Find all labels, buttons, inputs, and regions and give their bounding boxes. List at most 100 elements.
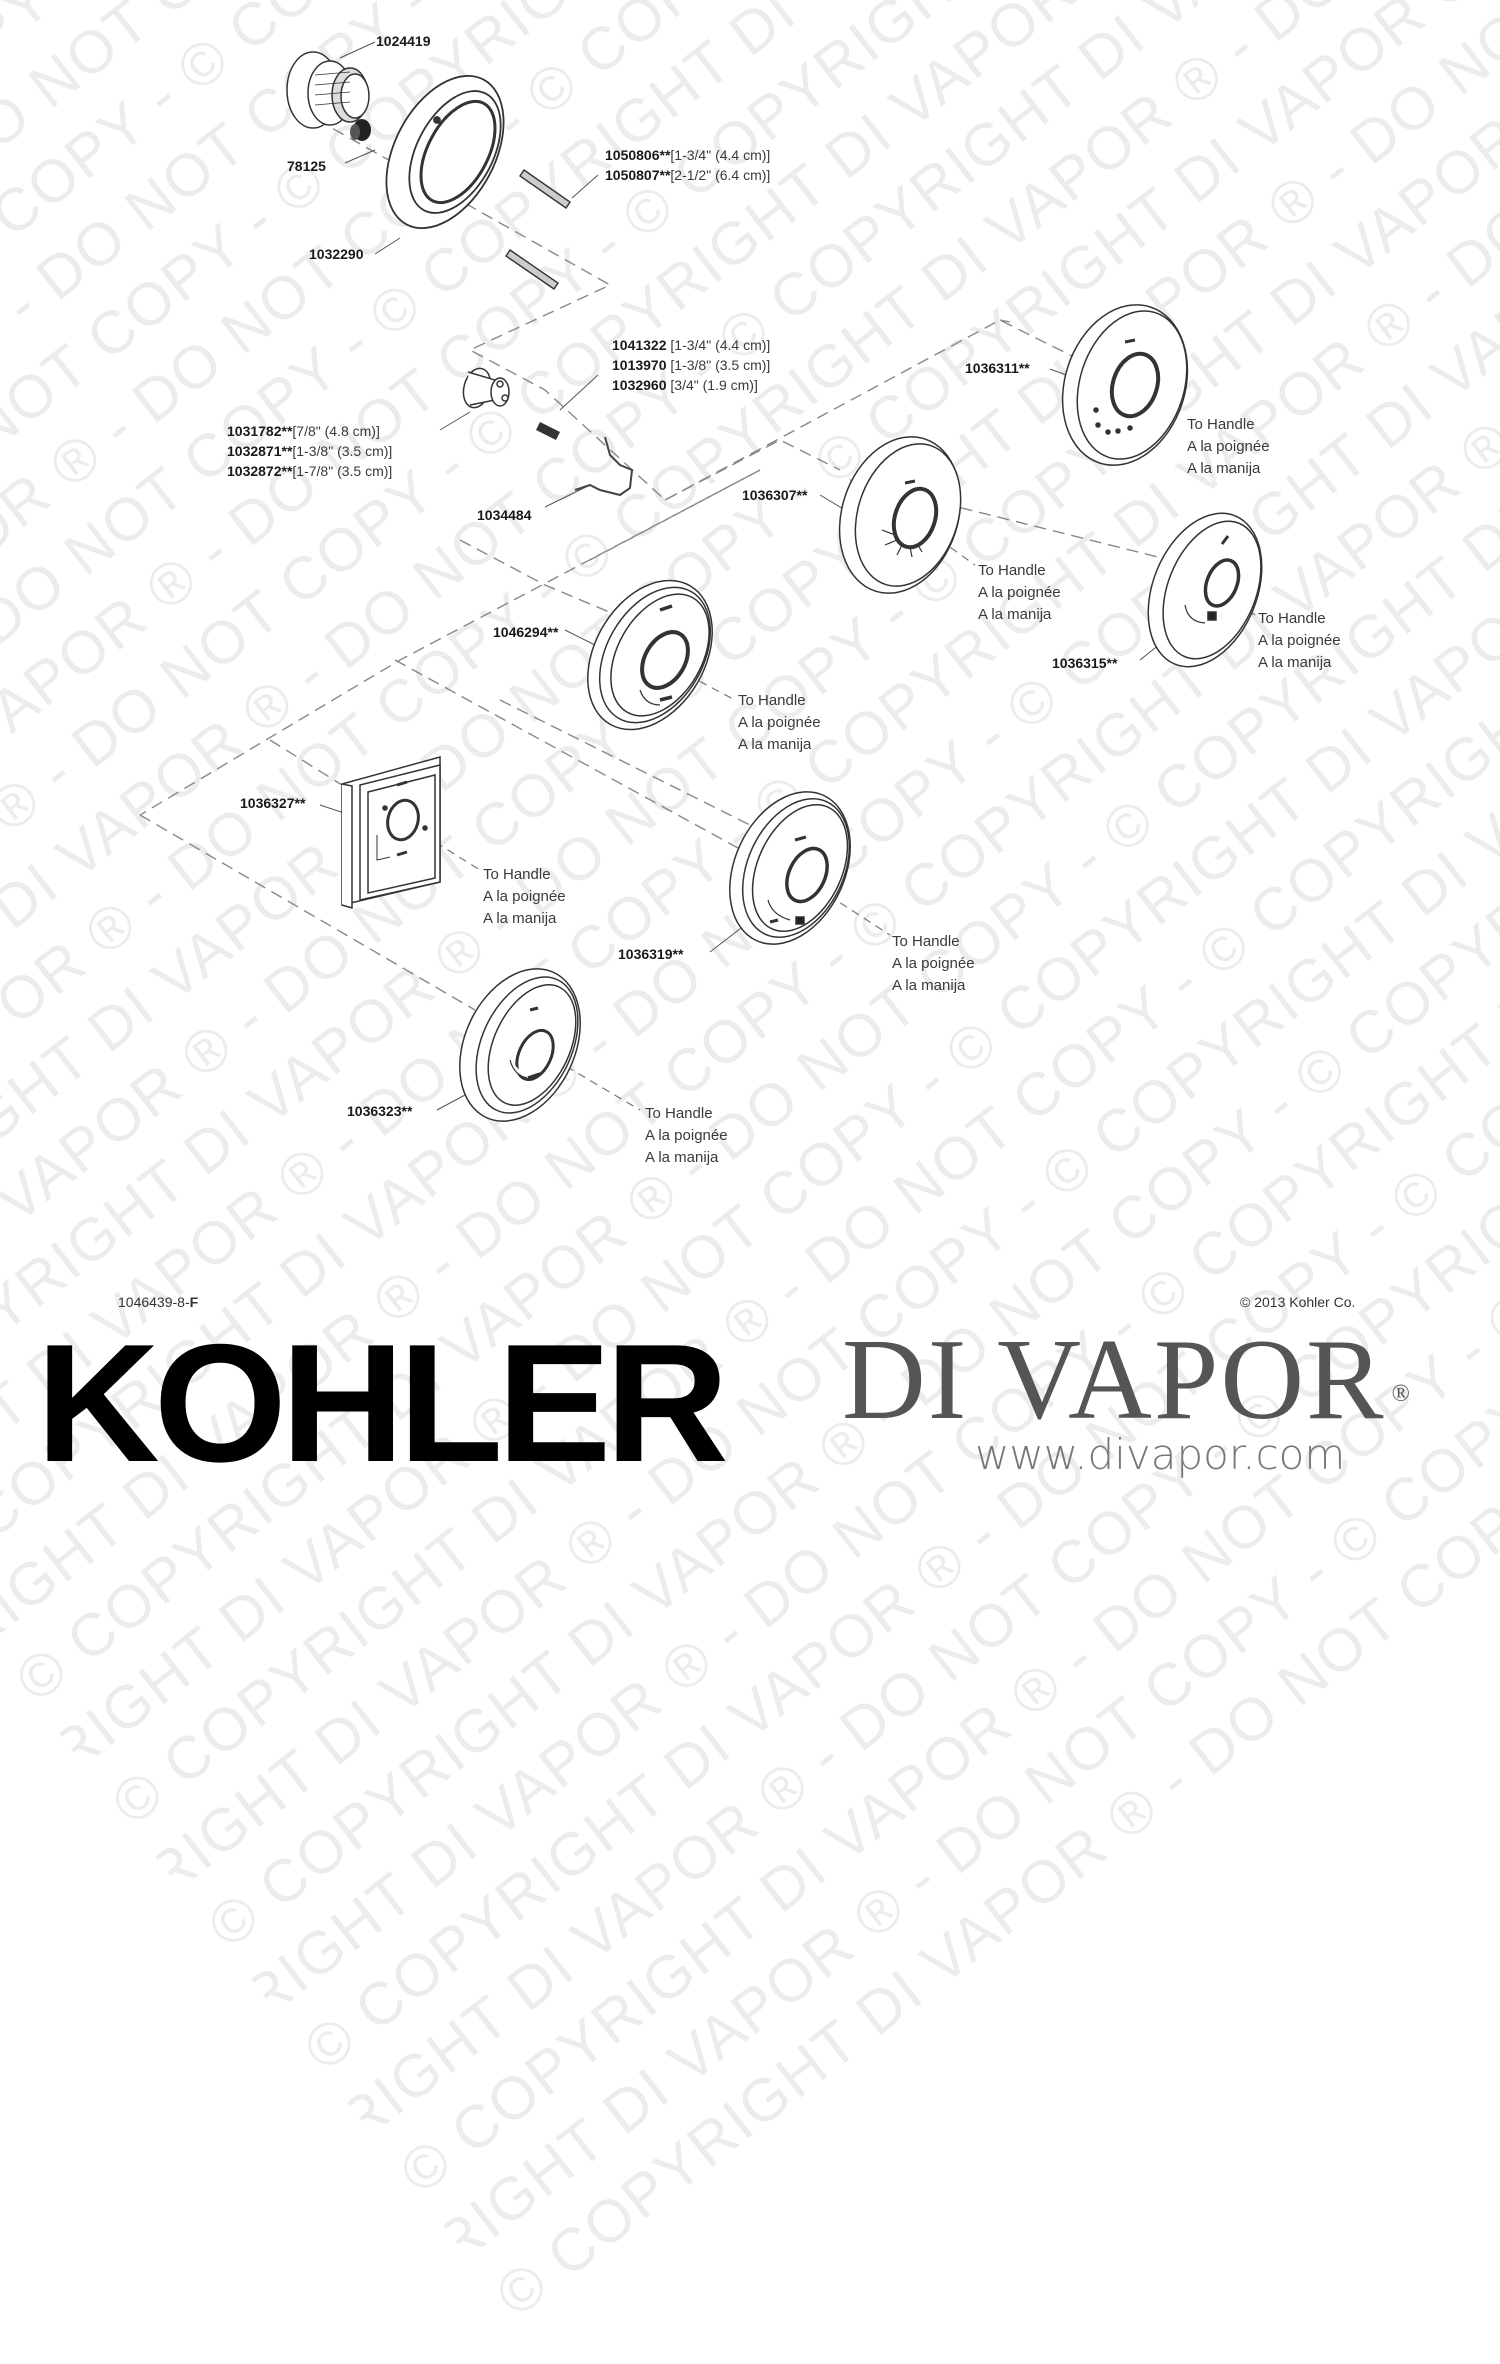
part-label-1024419: 1024419 (376, 33, 431, 50)
part-number: 1036327** (240, 795, 306, 811)
to-handle-note-1036311: To Handle A la poignée A la manija (1187, 414, 1270, 480)
part-label-1036319: 1036319** (618, 946, 683, 963)
part-number: 1013970 (612, 357, 667, 373)
escutcheon-1046294-drawing (587, 579, 713, 731)
to-handle-note-1036327: To Handle A la poignée A la manija (483, 864, 566, 930)
part-number: 1024419 (376, 33, 431, 49)
part-number: 1050806** (605, 147, 671, 163)
plate-1032290-drawing (385, 74, 505, 230)
part-label-1046294: 1046294** (493, 624, 558, 641)
note-en: To Handle (978, 562, 1046, 579)
to-handle-note-1036323: To Handle A la poignée A la manija (645, 1103, 728, 1169)
part-label-1050807: 1050807**[2-1/2" (6.4 cm)] (605, 167, 770, 184)
part-dimension: [3/4" (1.9 cm)] (666, 377, 758, 393)
note-es: A la manija (1258, 654, 1332, 671)
note-fr: A la poignée (1187, 438, 1270, 455)
note-es: A la manija (483, 910, 557, 927)
document-revision: F (189, 1294, 199, 1310)
part-dimension: [1-3/8" (3.5 cm)] (666, 357, 771, 373)
part-number: 1032290 (309, 246, 364, 262)
note-fr: A la poignée (738, 714, 821, 731)
clip-1034484-drawing (574, 436, 634, 497)
escutcheon-1036311-drawing (1061, 304, 1189, 466)
part-number: 1036311** (965, 360, 1030, 376)
exploded-diagram-drawing (139, 41, 1263, 1122)
part-number: 1050807** (605, 167, 671, 183)
to-handle-note-1036319: To Handle A la poignée A la manija (892, 931, 975, 997)
part-label-1041322: 1041322 [1-3/4" (4.4 cm)] (612, 337, 770, 354)
screws-1050806-drawing (505, 169, 571, 290)
part-number: 1036307** (742, 487, 808, 503)
part-number: 1032872** (227, 463, 293, 479)
part-label-1031782: 1031782**[7/8" (4.8 cm)] (227, 423, 380, 440)
note-en: To Handle (645, 1105, 713, 1122)
part-number: 1046294** (493, 624, 559, 640)
part-dimension: [7/8" (4.8 cm)] (292, 423, 380, 439)
to-handle-note-1046294: To Handle A la poignée A la manija (738, 690, 821, 756)
part-dimension: [2-1/2" (6.4 cm)] (670, 167, 771, 183)
divapor-wordmark: DI VAPOR (842, 1316, 1386, 1444)
part-dimension: [1-3/4" (4.4 cm)] (670, 147, 771, 163)
part-label-1032960: 1032960 [3/4" (1.9 cm)] (612, 377, 758, 394)
part-number: 78125 (287, 158, 326, 174)
part-dimension: [1-3/4" (4.4 cm)] (666, 337, 771, 353)
to-handle-note-1036315: To Handle A la poignée A la manija (1258, 608, 1341, 674)
sleeve-78125-drawing (350, 119, 371, 141)
registered-mark-icon: ® (1391, 1381, 1412, 1407)
valve-1031782-drawing (462, 367, 510, 409)
part-label-1036315: 1036315** (1052, 655, 1117, 672)
kohler-copyright: © 2013 Kohler Co. (1240, 1294, 1356, 1310)
part-number: 1031782** (227, 423, 293, 439)
note-en: To Handle (483, 866, 551, 883)
part-label-1036323: 1036323** (347, 1103, 412, 1120)
escutcheon-1036307-drawing (838, 436, 962, 594)
note-es: A la manija (645, 1149, 719, 1166)
part-number: 1032960 (612, 377, 667, 393)
part-label-1034484: 1034484 (477, 507, 532, 524)
document-number: 1046439-8-F (118, 1294, 198, 1310)
part-number: 1036315** (1052, 655, 1118, 671)
part-number: 1036319** (618, 946, 684, 962)
part-label-1036307: 1036307** (742, 487, 807, 504)
part-number: 1034484 (477, 507, 532, 523)
escutcheon-1036327-drawing (341, 756, 441, 910)
part-label-78125: 78125 (287, 158, 326, 175)
part-label-1032872: 1032872**[1-7/8" (3.5 cm)] (227, 463, 392, 480)
part-label-1036311: 1036311** (965, 360, 1030, 377)
divapor-logo: DI VAPOR® (842, 1322, 1412, 1438)
to-handle-note-1036307: To Handle A la poignée A la manija (978, 560, 1061, 626)
part-label-1032290: 1032290 (309, 246, 364, 263)
part-dimension: [1-7/8" (3.5 cm)] (292, 463, 393, 479)
part-label-1032871: 1032871**[1-3/8" (3.5 cm)] (227, 443, 392, 460)
part-label-1036327: 1036327** (240, 795, 305, 812)
note-fr: A la poignée (892, 955, 975, 972)
note-en: To Handle (1258, 610, 1326, 627)
kohler-logo: KOHLER (36, 1309, 729, 1497)
document-number-value: 1046439-8- (118, 1294, 190, 1310)
note-es: A la manija (892, 977, 966, 994)
adapter-1024419-drawing (286, 51, 370, 129)
part-number: 1032871** (227, 443, 293, 459)
part-number: 1036323** (347, 1103, 413, 1119)
escutcheon-1036319-drawing (729, 791, 851, 945)
note-es: A la manija (1187, 460, 1261, 477)
screw-1041322-drawing (536, 422, 560, 440)
note-en: To Handle (738, 692, 806, 709)
leader-lines (319, 41, 1166, 1111)
escutcheon-1036315-drawing (1147, 512, 1263, 668)
note-es: A la manija (738, 736, 812, 753)
part-number: 1041322 (612, 337, 667, 353)
assembly-axis-lines (139, 109, 1171, 1011)
note-fr: A la poignée (978, 584, 1061, 601)
note-es: A la manija (978, 606, 1052, 623)
note-en: To Handle (1187, 416, 1255, 433)
note-en: To Handle (892, 933, 960, 950)
note-fr: A la poignée (1258, 632, 1341, 649)
note-fr: A la poignée (645, 1127, 728, 1144)
note-fr: A la poignée (483, 888, 566, 905)
escutcheon-1036323-drawing (459, 968, 581, 1122)
part-dimension: [1-3/8" (3.5 cm)] (292, 443, 393, 459)
part-label-1013970: 1013970 [1-3/8" (3.5 cm)] (612, 357, 770, 374)
part-label-1050806: 1050806**[1-3/4" (4.4 cm)] (605, 147, 770, 164)
divapor-url-link[interactable]: www.divapor.com (975, 1430, 1346, 1479)
